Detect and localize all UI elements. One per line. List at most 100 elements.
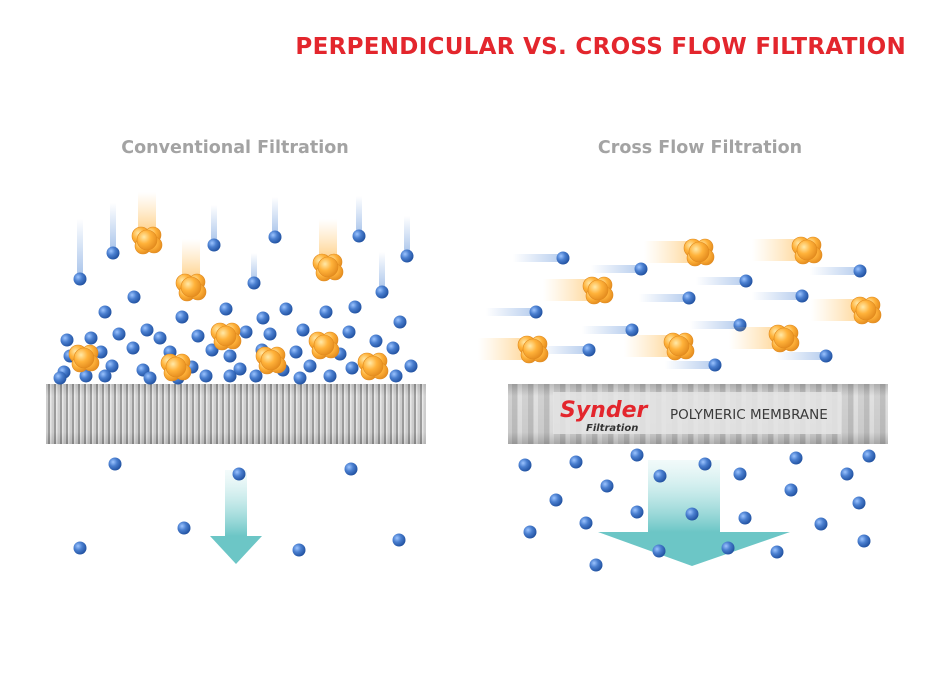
small-particle-icon	[53, 371, 67, 385]
large-particle-icon	[308, 331, 340, 360]
small-particle-icon	[352, 229, 366, 243]
small-particle-icon	[789, 451, 803, 465]
small-particle-icon	[108, 457, 122, 471]
small-particle-icon	[233, 362, 247, 376]
small-particle-icon	[98, 369, 112, 383]
conventional-filtration-title: Conventional Filtration	[121, 138, 349, 158]
small-particle-icon	[795, 289, 809, 303]
small-particle-icon	[739, 274, 753, 288]
small-particle-icon	[143, 371, 157, 385]
small-particle-icon	[296, 323, 310, 337]
permeate-arrow-icon	[210, 470, 262, 564]
large-particle-icon	[175, 273, 207, 302]
small-particle-icon	[708, 358, 722, 372]
logo-sub: Filtration	[586, 423, 638, 434]
small-particle-icon	[177, 521, 191, 535]
small-particle-icon	[319, 305, 333, 319]
small-particle-icon	[852, 496, 866, 510]
small-particle-icon	[392, 533, 406, 547]
small-particle-icon	[685, 507, 699, 521]
small-particle-icon	[630, 448, 644, 462]
small-particle-icon	[256, 311, 270, 325]
large-particle-icon	[663, 332, 695, 361]
large-particle-icon	[768, 324, 800, 353]
small-particle-icon	[223, 369, 237, 383]
large-particle-icon	[255, 346, 287, 375]
small-particle-icon	[784, 483, 798, 497]
synder-logo-icon: Synder Filtration	[560, 398, 649, 434]
small-particle-icon	[625, 323, 639, 337]
small-particle-icon	[112, 327, 126, 341]
small-particle-icon	[219, 302, 233, 316]
small-particle-icon	[73, 272, 87, 286]
small-particle-icon	[303, 359, 317, 373]
small-particle-icon	[207, 238, 221, 252]
small-particle-icon	[600, 479, 614, 493]
small-particle-icon	[223, 349, 237, 363]
small-particle-icon	[853, 264, 867, 278]
large-particle-icon	[68, 344, 100, 373]
small-particle-icon	[126, 341, 140, 355]
small-particle-icon	[84, 331, 98, 345]
logo-main: Synder	[560, 398, 649, 423]
small-particle-icon	[289, 345, 303, 359]
large-particle-icon	[683, 238, 715, 267]
small-particle-icon	[814, 517, 828, 531]
small-particle-icon	[98, 305, 112, 319]
small-particle-icon	[518, 458, 532, 472]
small-particle-icon	[199, 369, 213, 383]
small-particle-icon	[127, 290, 141, 304]
large-particle-icon	[210, 322, 242, 351]
large-particle-icon	[160, 353, 192, 382]
small-particle-icon	[73, 541, 87, 555]
large-particle-icon	[131, 226, 163, 255]
small-particle-icon	[344, 462, 358, 476]
small-particle-icon	[389, 369, 403, 383]
polymeric-membrane-icon	[508, 384, 888, 444]
large-particle-icon	[517, 335, 549, 364]
large-particle-icon	[850, 296, 882, 325]
page-title: PERPENDICULAR VS. CROSS FLOW FILTRATION	[295, 34, 906, 60]
large-particle-icon	[312, 253, 344, 282]
small-particle-icon	[653, 469, 667, 483]
small-particle-icon	[292, 543, 306, 557]
small-particle-icon	[770, 545, 784, 559]
small-particle-icon	[857, 534, 871, 548]
small-particle-icon	[652, 544, 666, 558]
small-particle-icon	[400, 249, 414, 263]
small-particle-icon	[529, 305, 543, 319]
small-particle-icon	[345, 361, 359, 375]
small-particle-icon	[634, 262, 648, 276]
large-particle-icon	[582, 276, 614, 305]
small-particle-icon	[549, 493, 563, 507]
small-particle-icon	[232, 467, 246, 481]
small-particle-icon	[153, 331, 167, 345]
small-particle-icon	[348, 300, 362, 314]
large-particle-icon	[791, 236, 823, 265]
small-particle-icon	[342, 325, 356, 339]
small-particle-icon	[582, 343, 596, 357]
membrane-label: POLYMERIC MEMBRANE	[670, 407, 828, 423]
small-particle-icon	[733, 467, 747, 481]
small-particle-icon	[523, 525, 537, 539]
small-particle-icon	[375, 285, 389, 299]
small-particle-icon	[819, 349, 833, 363]
small-particle-icon	[323, 369, 337, 383]
small-particle-icon	[840, 467, 854, 481]
small-particle-icon	[293, 371, 307, 385]
permeate-arrow-icon	[598, 460, 790, 566]
small-particle-icon	[247, 276, 261, 290]
small-particle-icon	[682, 291, 696, 305]
large-particle-icon	[357, 352, 389, 381]
small-particle-icon	[263, 327, 277, 341]
small-particle-icon	[279, 302, 293, 316]
small-particle-icon	[106, 246, 120, 260]
small-particle-icon	[589, 558, 603, 572]
small-particle-icon	[79, 369, 93, 383]
small-particle-icon	[60, 333, 74, 347]
small-particle-icon	[249, 369, 263, 383]
small-particle-icon	[191, 329, 205, 343]
small-particle-icon	[630, 505, 644, 519]
small-particle-icon	[175, 310, 189, 324]
small-particle-icon	[369, 334, 383, 348]
